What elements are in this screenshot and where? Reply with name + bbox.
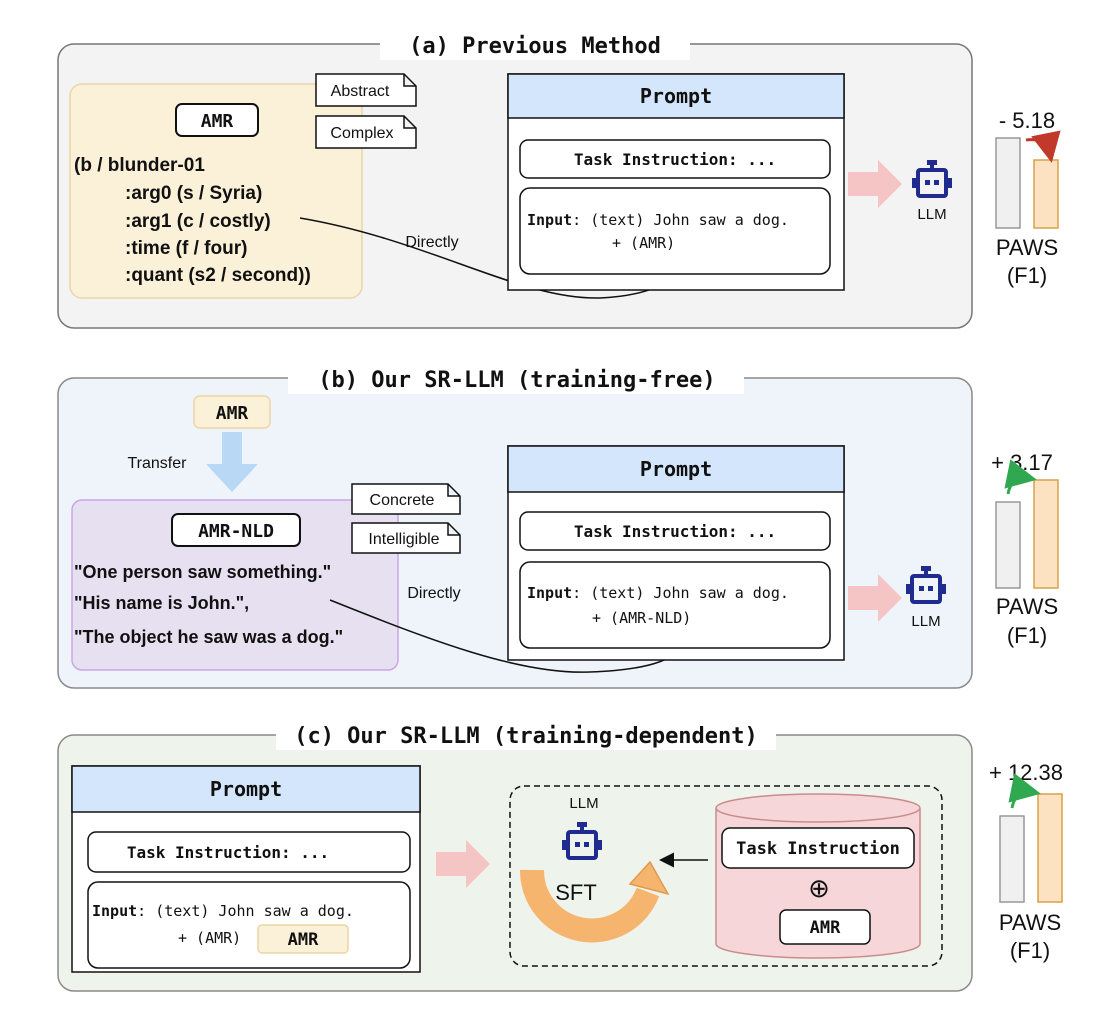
prompt-a-header-bg: [507, 73, 845, 119]
panel-a-title-bg: [380, 30, 690, 60]
sft-curved-arrow-body: [519, 869, 660, 943]
note-concrete: Concrete: [370, 492, 435, 509]
panel-b: (b) Our SR-LLM (training-free) AMR Trans…: [57, 364, 1059, 689]
panel-c-score: + 12.38: [989, 760, 1063, 785]
db-cylinder-top: [715, 793, 921, 823]
panel-a-directly: Directly: [405, 234, 458, 251]
prompt-b-task: Task Instruction: ...: [574, 522, 776, 541]
amr-nld-tag-box: [171, 513, 301, 547]
note-complex-shape: [315, 115, 417, 149]
prompt-c-input-line: Input: (text) John saw a dog.: [92, 902, 354, 920]
db-plus: ⊕: [808, 873, 830, 903]
amr-line-3: :arg1 (c / costly): [125, 211, 271, 232]
prompt-c-amr-chip: AMR: [288, 930, 319, 950]
panel-c-title: (c) Our SR-LLM (training-dependent): [294, 724, 758, 749]
panel-a-pink-arrow: [848, 160, 902, 208]
db-task: Task Instruction: [736, 839, 900, 859]
amr-line-2: :arg0 (s / Syria): [125, 183, 262, 204]
panel-b-baseline-bar: [995, 501, 1021, 589]
prompt-a-task: Task Instruction: ...: [574, 150, 776, 169]
prompt-a-input-extra: + (AMR): [612, 234, 675, 252]
nld-line-1: "One person saw something.": [74, 562, 331, 582]
panel-a-change-arrow: [1025, 130, 1061, 163]
prompt-c-header: Prompt: [210, 777, 282, 801]
panel-b-directly: Directly: [407, 585, 460, 602]
transfer-label: Transfer: [128, 455, 188, 472]
panel-a-score: - 5.18: [999, 108, 1055, 133]
prompt-c-input-extra: + (AMR): [178, 929, 241, 947]
nld-line-2: "His name is John.",: [74, 593, 249, 613]
db-amr-box: [779, 909, 871, 945]
amr-graph-box: [69, 83, 363, 299]
prompt-b-header: Prompt: [640, 457, 712, 481]
note-complex: Complex: [330, 125, 393, 142]
panel-b-title: (b) Our SR-LLM (training-free): [318, 368, 715, 393]
transfer-arrow: [206, 432, 258, 492]
panel-b-metric-unit: (F1): [1007, 623, 1047, 648]
panel-c-change-arrow: [1008, 773, 1041, 809]
prompt-c-task-box: [87, 831, 411, 873]
prompt-c-input-box: [87, 881, 411, 969]
note-intelligible-shape: [351, 522, 461, 554]
prompt-b-input-box: [519, 561, 831, 649]
prompt-b-input-extra: + (AMR-NLD): [592, 609, 691, 627]
panel-c: (c) Our SR-LLM (training-dependent) Prom…: [57, 720, 1063, 992]
panel-c-metric: PAWS: [999, 910, 1061, 935]
sft-dashed-box: [509, 785, 943, 967]
panel-b-change-arrow: [1004, 459, 1037, 495]
panel-c-baseline-bar: [999, 815, 1025, 903]
amr-line-5: :quant (s2 / second)): [125, 265, 311, 286]
panel-a-method-bar: [1033, 159, 1059, 229]
db-amr: AMR: [810, 918, 841, 938]
panel-c-pink-arrow: [436, 840, 490, 888]
prompt-c-amr-chip-box: [257, 924, 349, 954]
note-abstract-shape: [315, 73, 417, 107]
db-task-box: [721, 827, 915, 869]
panel-b-score: + 3.17: [991, 450, 1053, 475]
panel-b-title-bg: [288, 364, 744, 394]
panel-b-metric: PAWS: [996, 594, 1058, 619]
panel-b-pink-arrow: [848, 574, 902, 622]
panel-a-llm-label: LLM: [917, 206, 946, 223]
panel-c-llm-label: LLM: [569, 795, 598, 812]
note-intelligible: Intelligible: [368, 531, 439, 548]
panel-c-method-bar: [1037, 793, 1063, 903]
panel-b-llm-label: LLM: [911, 613, 940, 630]
amr-nld-box: [71, 499, 399, 671]
prompt-b-header-bg: [507, 445, 845, 493]
prompt-a-input-box: [519, 187, 831, 275]
panel-a-baseline-bar: [995, 137, 1021, 229]
panel-a-metric: PAWS: [996, 235, 1058, 260]
amr-line-1: (b / blunder-01: [74, 155, 205, 176]
sft-curved-arrow-head: [628, 860, 670, 896]
panel-a-metric-unit: (F1): [1007, 263, 1047, 288]
nld-line-3: "The object he saw was a dog.": [74, 627, 343, 647]
note-concrete-shape: [351, 483, 461, 515]
amr-tag: AMR: [201, 111, 234, 132]
panel-b-amr-tag: AMR: [216, 403, 249, 424]
panel-b-amr-box: [193, 395, 271, 429]
note-abstract: Abstract: [331, 83, 390, 100]
prompt-b-task-box: [519, 511, 831, 551]
amr-nld-tag: AMR-NLD: [198, 521, 274, 542]
panel-a-title: (a) Previous Method: [409, 34, 661, 59]
panel-c-title-bg: [276, 720, 776, 750]
prompt-a-input-line: Input: (text) John saw a dog.: [527, 211, 789, 229]
amr-line-4: :time (f / four): [125, 238, 247, 259]
amr-tag-box: [175, 103, 259, 137]
panel-b-method-bar: [1033, 479, 1059, 589]
panel-c-metric-unit: (F1): [1010, 938, 1050, 963]
prompt-c-header-bg: [71, 765, 421, 813]
sft-label: SFT: [555, 880, 597, 905]
prompt-a-task-box: [519, 139, 831, 179]
panel-a: (a) Previous Method AMR (b / blunder-01 …: [57, 30, 1061, 329]
prompt-c-task: Task Instruction: ...: [127, 843, 329, 862]
prompt-b-input-line: Input: (text) John saw a dog.: [527, 584, 789, 602]
prompt-a-header: Prompt: [640, 84, 712, 108]
